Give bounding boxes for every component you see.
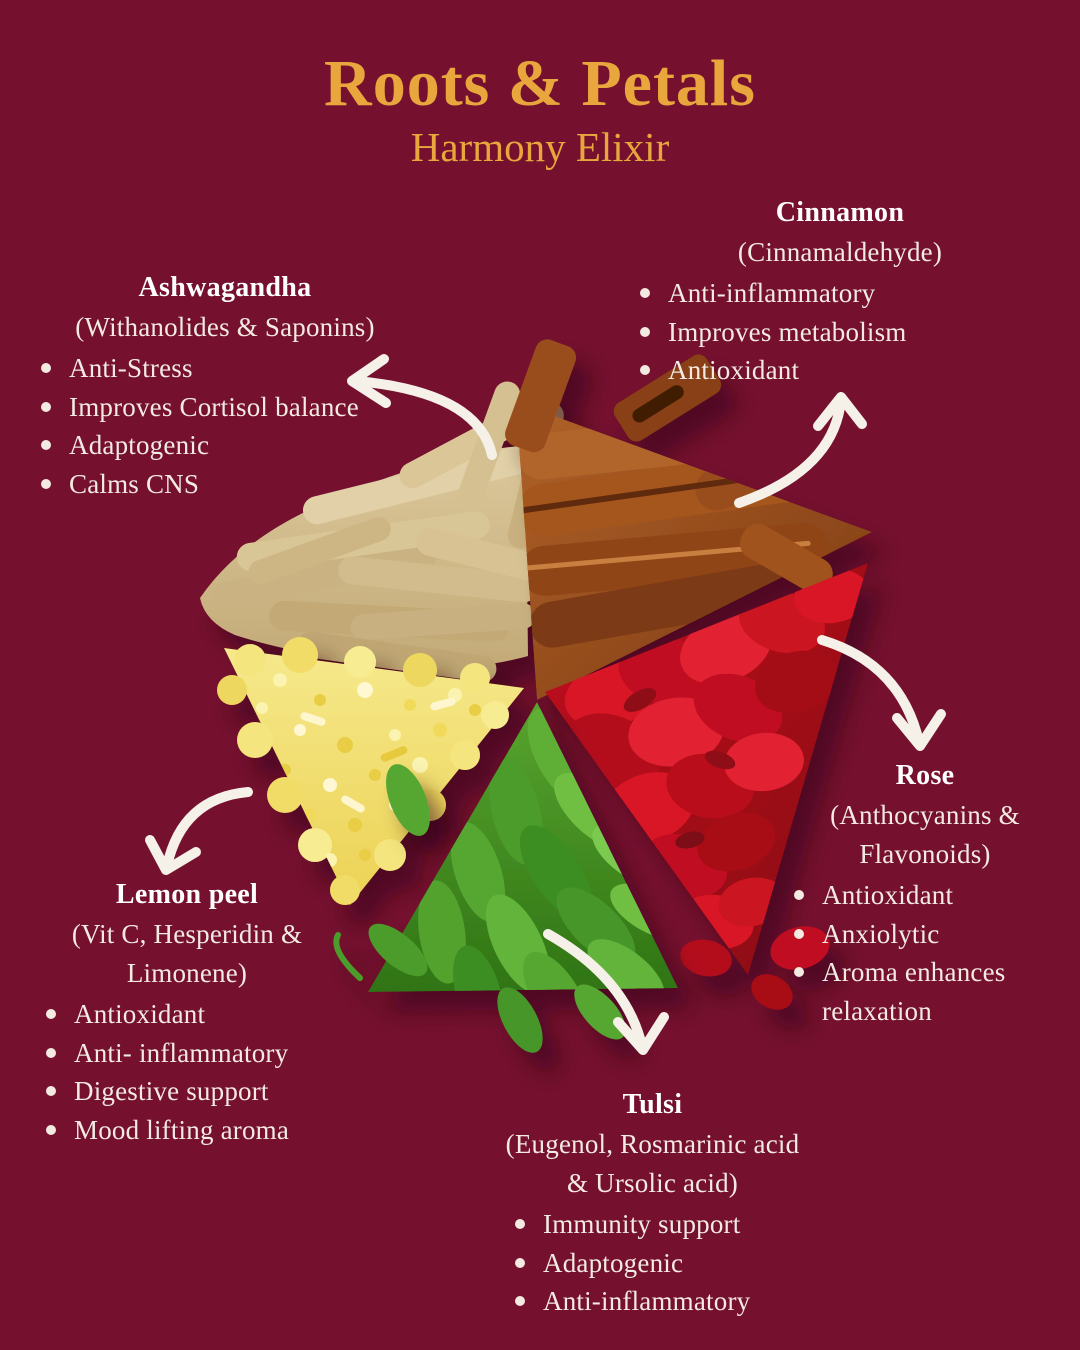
benefit-item: Anti-inflammatory <box>513 1282 840 1321</box>
arrow-to-rose <box>817 635 946 751</box>
benefit-item: Calms CNS <box>39 465 425 504</box>
benefit-item: Improves Cortisol balance <box>39 388 425 427</box>
benefit-item: Aroma enhances relaxation <box>792 953 1080 1030</box>
ingredient-compounds: (Anthocyanins & Flavonoids) <box>830 800 1020 869</box>
ashwagandha-roots-image <box>200 381 573 682</box>
arrow-to-tulsi <box>543 929 669 1055</box>
benefit-list: Immunity support Adaptogenic Anti-inflam… <box>513 1205 840 1321</box>
ingredient-name: Ashwagandha <box>138 272 312 303</box>
benefit-item: Anxiolytic <box>792 915 1080 954</box>
benefit-list: Antioxidant Anti- inflammatory Digestive… <box>44 995 352 1149</box>
benefit-item: Antioxidant <box>638 351 1060 390</box>
ingredient-block-rose: Rose (Anthocyanins & Flavonoids) Antioxi… <box>770 756 1080 1030</box>
ingredient-compounds: (Eugenol, Rosmarinic acid & Ursolic acid… <box>505 1129 800 1198</box>
benefit-list: Anti-inflammatory Improves metabolism An… <box>638 274 1060 390</box>
arrow-to-ashwagandha <box>347 354 497 460</box>
tulsi-leaves-image <box>333 702 678 1053</box>
ingredient-block-cinnamon: Cinnamon (Cinnamaldehyde) Anti-inflammat… <box>620 193 1060 390</box>
benefit-item: Digestive support <box>44 1072 352 1111</box>
connector-arrows <box>145 354 946 1055</box>
ingredient-block-lemon-peel: Lemon peel (Vit C, Hesperidin & Limonene… <box>22 875 352 1149</box>
benefit-item: Anti- inflammatory <box>44 1034 352 1073</box>
benefit-item: Improves metabolism <box>638 313 1060 352</box>
ingredient-name: Tulsi <box>622 1089 683 1120</box>
ingredient-compounds: (Vit C, Hesperidin & Limonene) <box>71 919 303 988</box>
page-title: Roots & Petals <box>324 47 756 120</box>
benefit-list: Anti-Stress Improves Cortisol balance Ad… <box>39 349 425 503</box>
benefit-item: Antioxidant <box>44 995 352 1034</box>
ingredient-block-ashwagandha: Ashwagandha (Withanolides & Saponins) An… <box>25 268 425 503</box>
ingredient-block-tulsi: Tulsi (Eugenol, Rosmarinic acid & Ursoli… <box>465 1085 840 1321</box>
arrow-to-lemon-peel <box>145 787 253 875</box>
benefit-item: Adaptogenic <box>39 426 425 465</box>
benefit-item: Anti-inflammatory <box>638 274 1060 313</box>
page-subtitle: Harmony Elixir <box>410 124 670 170</box>
benefit-list: Antioxidant Anxiolytic Aroma enhances re… <box>792 876 1080 1030</box>
lemon-peel-image <box>217 637 524 905</box>
header: Roots & Petals Harmony Elixir <box>0 47 1080 171</box>
benefit-item: Antioxidant <box>792 876 1080 915</box>
benefit-item: Anti-Stress <box>39 349 425 388</box>
ingredient-name: Lemon peel <box>115 879 259 910</box>
benefit-item: Adaptogenic <box>513 1244 840 1283</box>
ingredient-compounds: (Withanolides & Saponins) <box>75 312 375 342</box>
ingredient-name: Rose <box>895 760 955 791</box>
benefit-item: Mood lifting aroma <box>44 1111 352 1150</box>
ingredient-name: Cinnamon <box>775 197 905 228</box>
ingredient-compounds: (Cinnamaldehyde) <box>737 237 943 267</box>
arrow-to-cinnamon <box>734 392 867 508</box>
benefit-item: Immunity support <box>513 1205 840 1244</box>
